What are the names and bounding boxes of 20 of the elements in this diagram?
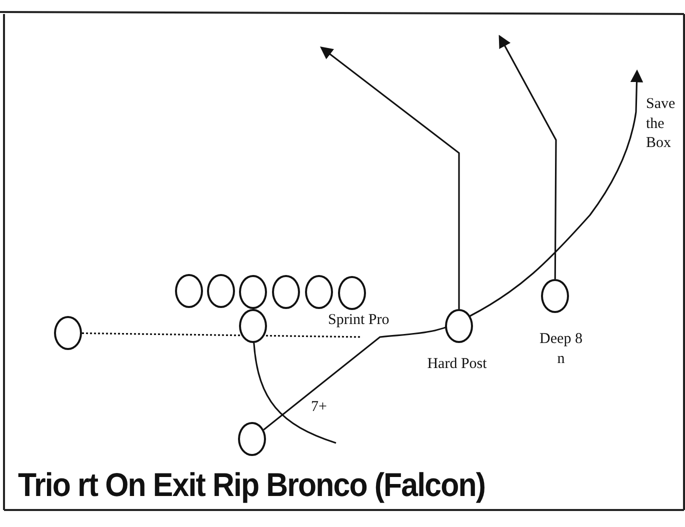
play-title: Trio rt On Exit Rip Bronco (Falcon) [18, 466, 486, 504]
play-note: 7+ [311, 398, 327, 417]
route-arrow [263, 69, 644, 430]
player-circle [175, 274, 203, 308]
route-arrow [498, 34, 557, 279]
route-name: Deep 8 n [538, 330, 584, 368]
play-note: Sprint Pro [328, 311, 390, 330]
player-circle [239, 275, 267, 309]
player-circle [305, 275, 333, 309]
player-circle [445, 309, 473, 343]
player-circle [541, 279, 569, 313]
motion-path [82, 332, 362, 338]
player-circle [54, 316, 82, 350]
player-circle [272, 275, 300, 309]
route-name: Hard Post [426, 355, 488, 374]
player-circle [238, 422, 266, 456]
route-arrow [320, 46, 460, 309]
player-circle [338, 276, 366, 310]
player-circle [239, 309, 267, 343]
player-circle [207, 274, 235, 308]
